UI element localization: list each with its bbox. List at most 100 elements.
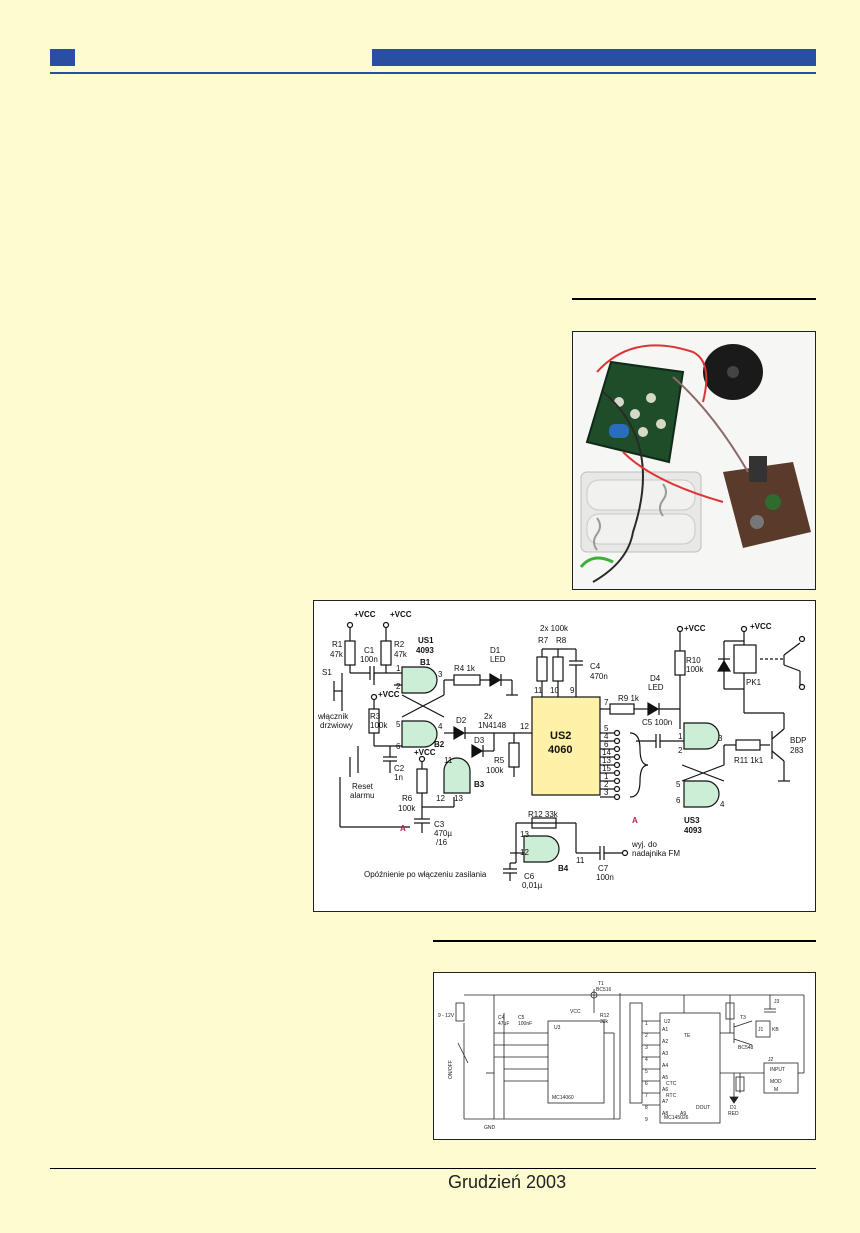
alarm-schematic: +VCC +VCC R1 47k C1 100n R2 47k US1 4093… (313, 600, 816, 912)
label-reset-2: alarmu (350, 791, 374, 800)
label-b3: B3 (474, 780, 485, 789)
pin-label: 2 (396, 682, 401, 691)
t2-pin: 2 (645, 1033, 648, 1039)
label-fm-2: nadajnika FM (632, 849, 680, 858)
pin-label: 11 (444, 756, 453, 765)
label-r8: R8 (556, 636, 567, 645)
t2-mc145026: MC145026 (664, 1115, 689, 1121)
t2-supply: 9 - 12V (438, 1013, 455, 1019)
t2-input: INPUT (770, 1067, 785, 1073)
header-rule (50, 72, 816, 74)
t2-pin-a: A9 (680, 1111, 686, 1117)
label-bdp-1: BDP (790, 736, 806, 745)
section-rule-lower (433, 940, 816, 942)
pin-label: 4 (720, 800, 725, 809)
t2-pin: 8 (645, 1105, 648, 1111)
t2-c5-val: 100nF (518, 1021, 532, 1027)
label-c4: C4 (590, 662, 601, 671)
label-c1: C1 (364, 646, 375, 655)
label-us1-part: 4093 (416, 646, 434, 655)
us2-pin-label: 15 (602, 764, 611, 773)
us2-pin-label: 1 (604, 772, 609, 781)
label-d4-type: LED (648, 683, 664, 692)
label-r6-val: 100k (398, 804, 416, 813)
label-r12: R12 33k (528, 810, 559, 819)
label-d4: D4 (650, 674, 661, 683)
t2-onoff: ON/OFF (448, 1060, 454, 1079)
label-c3-val2: /16 (436, 838, 448, 847)
header-square (50, 49, 75, 66)
transmitter-schematic-drawing: 9 - 12V ON/OFF GND VCC T1 BC516 R12 33k … (438, 981, 805, 1131)
pin-label: 4 (438, 722, 443, 731)
pin-label: 11 (534, 686, 543, 695)
t2-pin: 1 (645, 1021, 648, 1027)
us2-pin-label: 5 (604, 724, 609, 733)
label-point-a-left: A (400, 824, 406, 833)
t2-pin: 4 (645, 1057, 648, 1063)
pin-label: 11 (576, 856, 585, 865)
t2-t1: T1 (598, 981, 604, 987)
t2-r13: 33k (600, 1019, 609, 1025)
label-r10-val: 100k (686, 665, 704, 674)
footer-rule (50, 1168, 816, 1169)
label-b1: B1 (420, 658, 431, 667)
label-c3: C3 (434, 820, 445, 829)
pin-label: 3 (718, 734, 723, 743)
circuit-board-secondary (723, 456, 811, 548)
label-r78: 2x 100k (540, 624, 569, 633)
t2-kb: KB (772, 1027, 779, 1033)
label-us2: US2 (550, 730, 571, 742)
label-r11: R11 1k1 (734, 756, 764, 765)
us2-pin-label: 14 (602, 748, 611, 757)
t2-u2: U2 (664, 1019, 671, 1025)
label-pk1: PK1 (746, 678, 762, 687)
label-r3: R3 (370, 712, 381, 721)
label-us1: US1 (418, 636, 434, 645)
device-photo (572, 331, 816, 590)
t2-mc14060: MC14060 (552, 1095, 574, 1101)
t2-vcc: VCC (570, 1009, 581, 1015)
gate-us3-upper (683, 722, 720, 750)
pin-label: 6 (676, 796, 681, 805)
t2-m: M (774, 1087, 778, 1093)
label-point-a-right: A (632, 816, 638, 825)
pin-label: 12 (436, 794, 445, 803)
label-vcc-4: +VCC (414, 748, 436, 757)
label-us3-part: 4093 (684, 826, 702, 835)
pin-label: 1 (396, 664, 401, 673)
pin-label: 3 (438, 670, 443, 679)
pin-label: 5 (396, 720, 401, 729)
label-c3-val1: 470µ (434, 829, 452, 838)
buzzer (703, 344, 763, 400)
gate-b4 (523, 835, 560, 863)
label-us2-part: 4060 (548, 744, 572, 756)
t2-d1: D1 (730, 1105, 737, 1111)
label-d1: D1 (490, 646, 501, 655)
label-fm-1: wyj. do (631, 840, 657, 849)
t2-pin: 3 (645, 1045, 648, 1051)
label-d1-type: LED (490, 655, 506, 664)
label-vcc-1: +VCC (354, 610, 376, 619)
t2-pin: 5 (645, 1069, 648, 1075)
label-r1-val: 47k (330, 650, 344, 659)
us2-pin-label: 4 (604, 732, 609, 741)
label-diodes-1: 2x (484, 712, 492, 721)
label-us3: US3 (684, 816, 700, 825)
t2-pin-a: A3 (662, 1051, 668, 1057)
pin-label: 2 (678, 746, 683, 755)
pin-label: 7 (604, 698, 609, 707)
gate-b2 (401, 720, 438, 748)
gate-us3-lower (683, 780, 720, 808)
label-vcc-6: +VCC (750, 622, 772, 631)
label-c6-val: 0,01µ (522, 881, 543, 890)
pin-label: 6 (396, 742, 401, 751)
label-r1: R1 (332, 640, 343, 649)
header-bar (372, 49, 816, 66)
label-vcc-3: +VCC (378, 690, 400, 699)
alarm-schematic-drawing: +VCC +VCC R1 47k C1 100n R2 47k US1 4093… (317, 610, 806, 890)
label-c7-val: 100n (596, 873, 614, 882)
t2-mod: MOD (770, 1079, 782, 1085)
t2-pin-a: A1 (662, 1027, 668, 1033)
t2-rtc: RTC (666, 1093, 677, 1099)
label-r2-val: 47k (394, 650, 408, 659)
